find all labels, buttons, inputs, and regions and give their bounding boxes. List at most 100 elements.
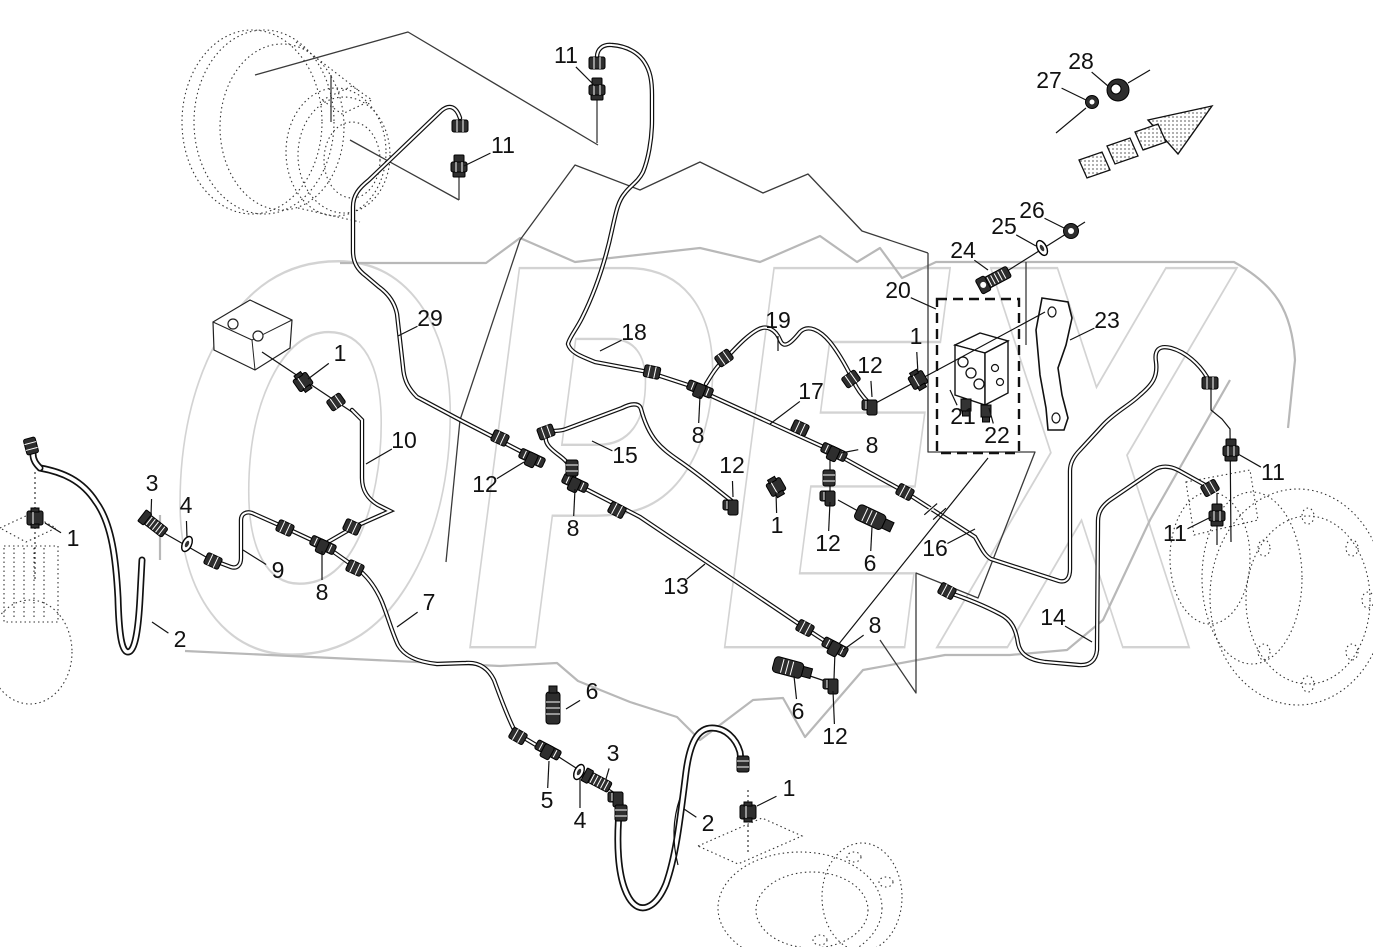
pipe-run [944,464,1215,668]
callout-8: 8 [316,551,329,605]
callout-27: 27 [1036,67,1087,101]
leader-line [496,461,525,480]
fitting-elbow [607,791,624,808]
callout-label: 11 [554,42,578,68]
leader-line [947,528,976,545]
leader-line [1015,234,1037,247]
leader-line [547,760,550,789]
fitting-tee [518,448,546,469]
leader-line [1091,71,1109,87]
leader-line [840,449,859,454]
leader-line [756,795,777,807]
callout-label: 7 [423,589,436,615]
callout-label: 21 [950,403,976,429]
fitting-nut [508,727,528,745]
fitting-bleeder [450,154,468,178]
callout-label: 8 [316,579,329,605]
callout-6: 6 [792,675,804,724]
fitting-break [923,502,947,520]
leader-line [565,699,581,710]
leader-line [185,520,188,539]
leader-line [842,634,864,651]
pipe-run [702,390,833,453]
machine-body-outline [340,234,1297,429]
callout-label: 29 [417,305,443,331]
fitting-elbow [722,499,739,516]
fitting-tee [686,379,714,400]
callout-label: 13 [663,573,689,599]
fitting-nut [23,436,39,456]
pipe-run [837,499,859,512]
callout-11: 11 [1163,516,1212,546]
pipe-run [1127,69,1151,84]
fitting-sensor [771,656,814,680]
pipe-run [614,724,745,912]
fitting-bleeder [1222,438,1240,462]
callout-label: 27 [1036,67,1062,93]
leader-line [396,611,418,628]
callout-29: 29 [397,305,443,337]
fitting-elbow [861,399,878,416]
fitting-bolt [580,767,613,793]
callout-2: 2 [151,621,187,652]
fitting-nut [342,518,362,536]
callout-label: 8 [866,432,879,458]
callout-label: 1 [910,323,923,349]
leader-line [1061,87,1087,101]
fitting-nut [790,419,810,437]
leader-line [573,488,576,517]
fitting-tee [561,473,589,494]
pipe-run [36,464,146,656]
callout-label: 11 [491,132,515,158]
fitting-tee [820,442,848,463]
callout-1: 1 [910,323,923,375]
valve-bracket-layer [212,297,1073,455]
callout-label: 2 [174,626,187,652]
panel-edge-line [349,139,460,201]
leader-line [870,526,873,552]
callout-label: 18 [621,319,647,345]
callout-11: 11 [1237,453,1285,485]
fitting-nut [937,582,957,600]
watermark-layer: OPEX [166,163,1238,771]
leader-line [1237,453,1262,468]
callout-12: 12 [857,352,883,398]
callout-17: 17 [769,378,824,425]
pipes-layer [29,42,1232,912]
fitting-union [765,475,787,499]
fitting-nut [795,619,815,637]
callout-label: 22 [984,422,1010,448]
fitting-hexnut [1063,223,1079,239]
callout-label: 6 [586,678,599,704]
callout-23: 23 [1069,307,1120,341]
callout-7: 7 [396,589,436,628]
fitting-nut [451,119,469,133]
pipe-run [837,457,989,646]
pipe-run [325,407,396,545]
fitting-union [26,507,44,529]
pipe-run [577,483,834,648]
fitting-nut [1200,479,1220,497]
callout-label: 8 [567,515,580,541]
fitting-nut [275,519,295,537]
callout-20: 20 [885,277,937,310]
leader-line [44,522,62,534]
pipe-run [350,104,525,455]
fitting-nut [841,369,861,389]
fitting-nut [588,56,606,70]
leader-line [397,325,418,337]
leader-line [731,480,734,498]
direction-arrow-layer [1078,104,1214,179]
fitting-nut [1201,376,1219,390]
fitting-union [907,368,929,392]
fitting-nut [642,364,662,380]
callout-label: 20 [885,277,911,303]
leader-line [870,380,873,398]
callout-8: 8 [567,488,580,541]
callout-label: 4 [574,807,587,833]
callout-label: 12 [857,352,883,378]
callout-11: 11 [554,42,596,87]
panel-edge-line [879,253,1036,694]
callout-8: 8 [840,432,879,458]
